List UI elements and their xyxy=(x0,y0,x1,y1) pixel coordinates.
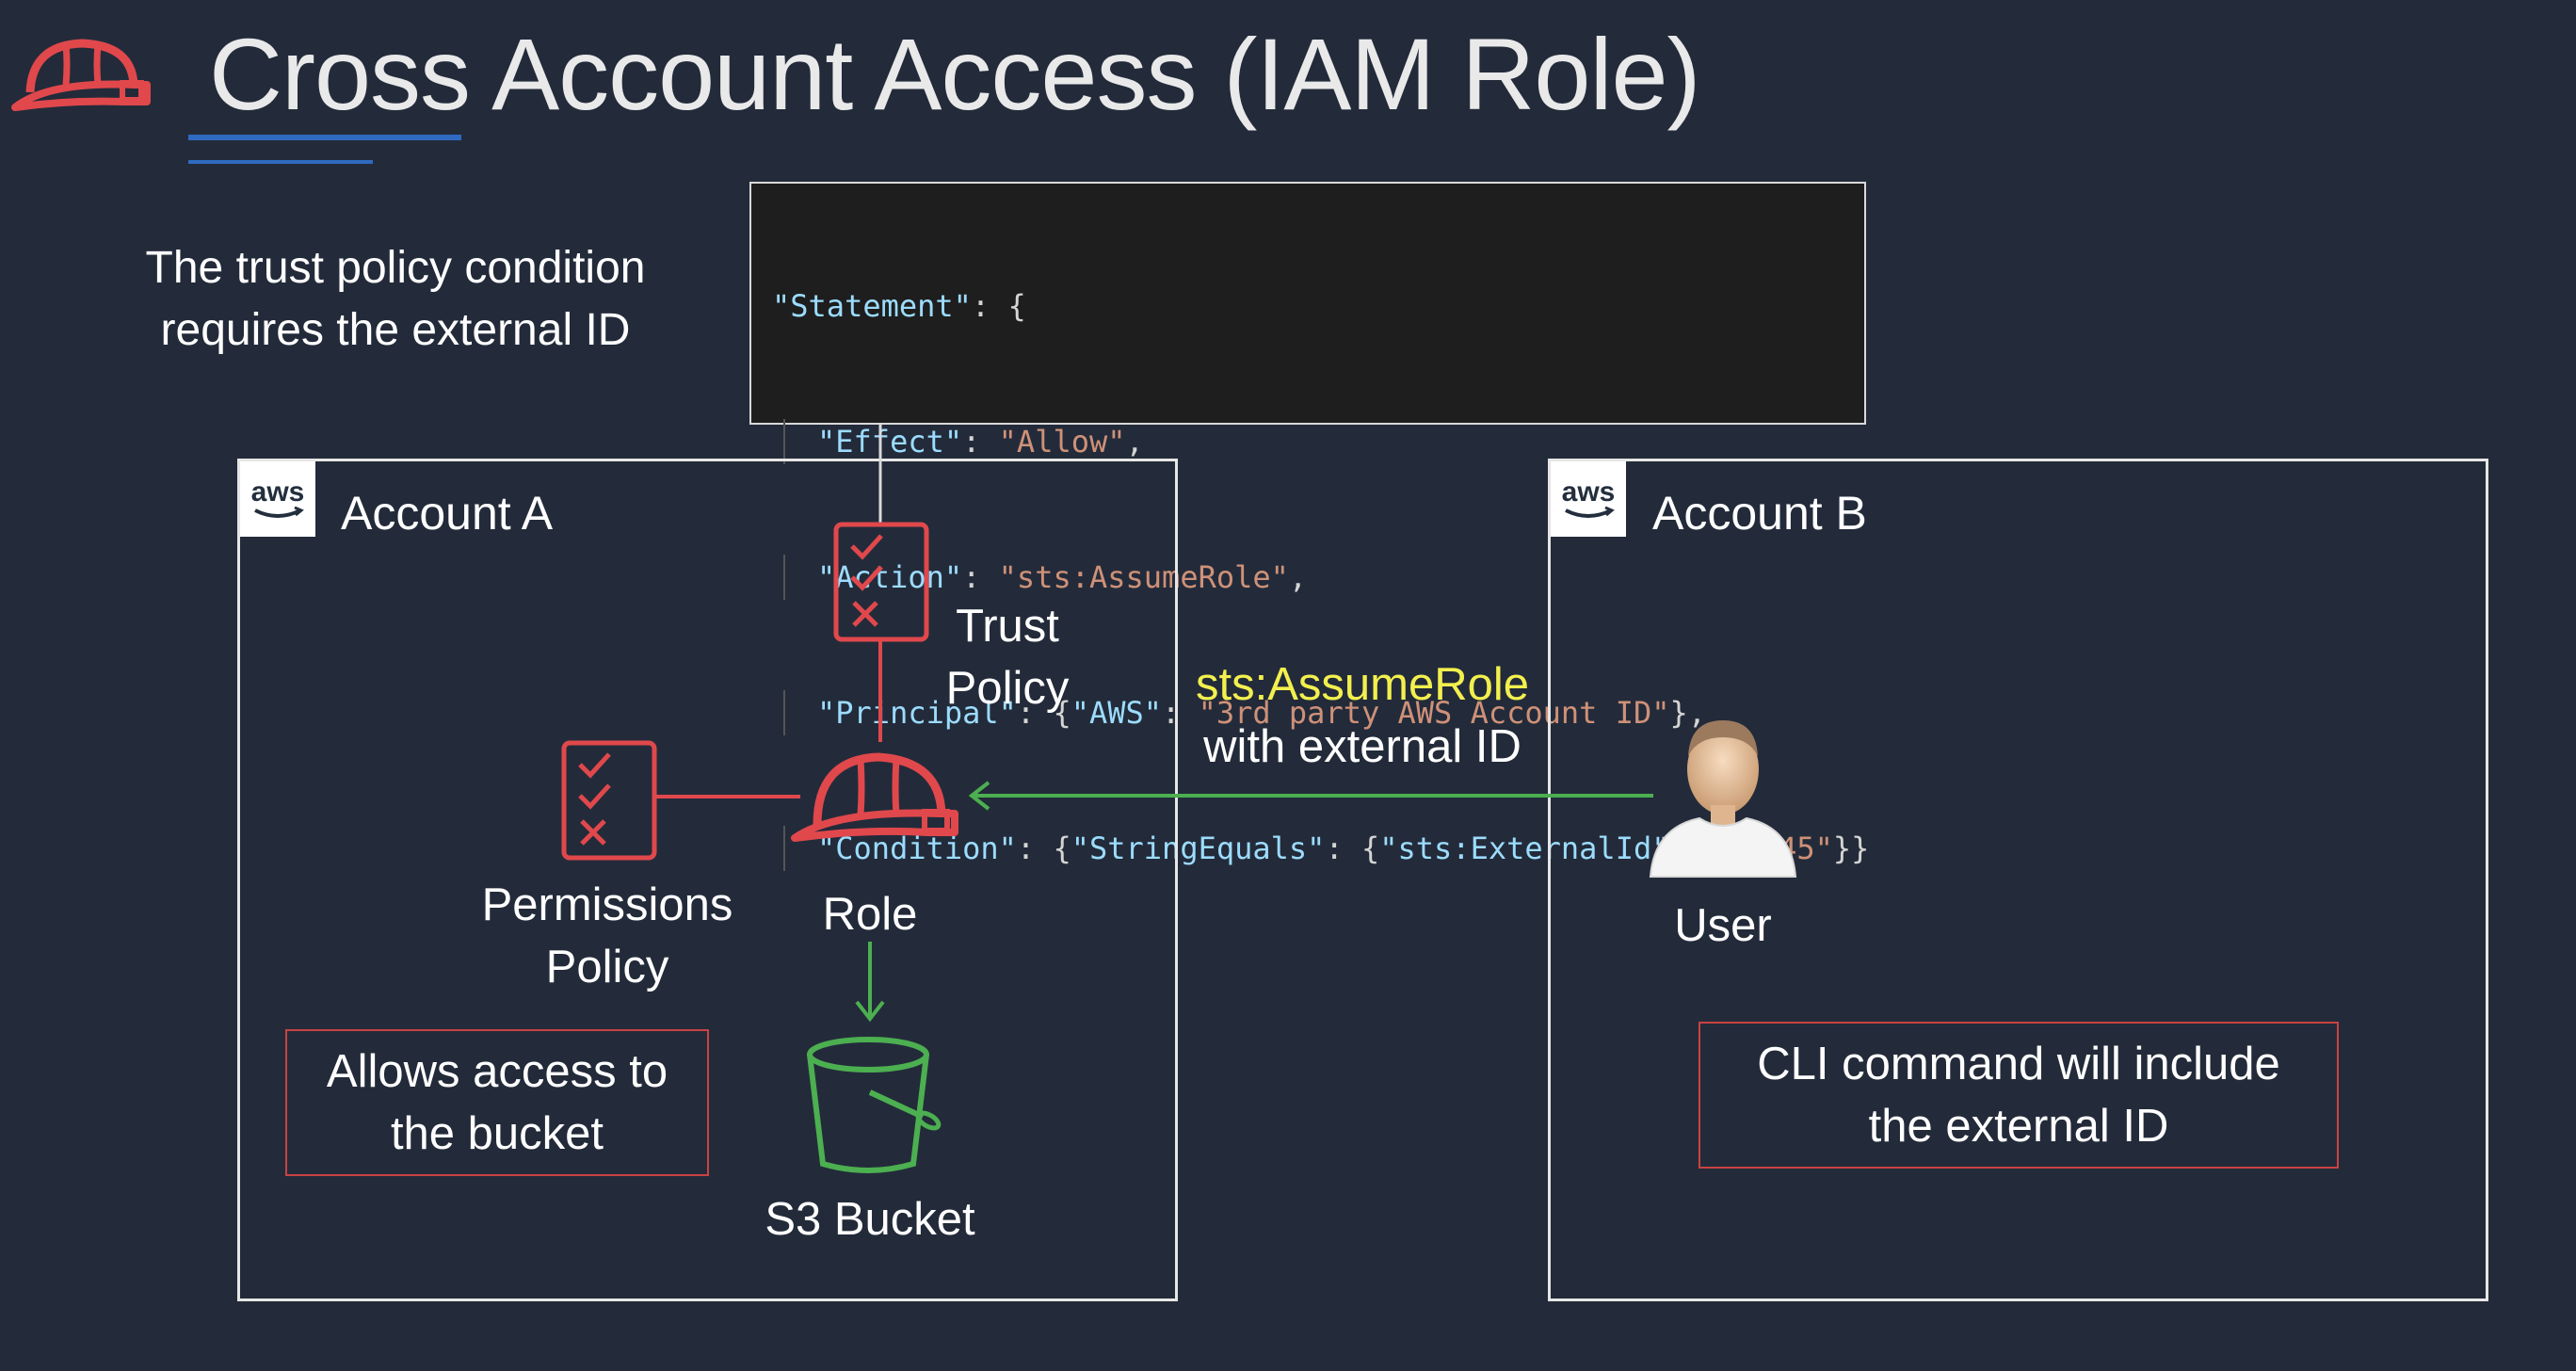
cli-command-note: CLI command will include the external ID xyxy=(1699,1022,2339,1169)
code-punct: , xyxy=(1125,424,1144,460)
code-line: "Statement": { xyxy=(772,283,1864,329)
role-helmet-icon xyxy=(791,752,958,842)
s3-bucket-icon xyxy=(807,1037,942,1173)
account-b-box xyxy=(1548,459,2488,1301)
bucket-access-note: Allows access to the bucket xyxy=(285,1029,709,1176)
code-key: "Action" xyxy=(817,559,963,595)
trust-policy-document-icon xyxy=(833,522,929,642)
aws-badge-text: aws xyxy=(1562,476,1616,508)
code-punct: : { xyxy=(971,288,1026,324)
permissions-policy-document-icon xyxy=(561,740,657,861)
assume-role-label: sts:AssumeRole with external ID xyxy=(1167,653,1557,778)
code-punct: , xyxy=(1288,559,1308,595)
code-line: "Condition": {"StringEquals": {"sts:Exte… xyxy=(772,826,1869,871)
title-underline-short xyxy=(188,160,373,164)
account-a-box xyxy=(237,459,1178,1301)
code-key: "Effect" xyxy=(817,424,963,460)
trust-policy-note-line1: The trust policy condition xyxy=(145,243,646,293)
code-value: "sts:AssumeRole" xyxy=(998,559,1289,595)
bucket-access-note-line2: the bucket xyxy=(390,1108,604,1159)
code-key: "Condition" xyxy=(817,831,1017,866)
aws-logo-icon: aws xyxy=(240,461,315,537)
code-key: "AWS" xyxy=(1071,695,1163,731)
s3-bucket-label: S3 Bucket xyxy=(765,1194,975,1245)
account-b-title: Account B xyxy=(1652,487,1867,540)
assume-role-action: sts:AssumeRole xyxy=(1195,659,1529,710)
code-punct: }, xyxy=(1669,695,1707,731)
code-key: "Principal" xyxy=(817,695,1017,731)
account-a-title: Account A xyxy=(341,487,554,540)
trust-policy-note-line2: requires the external ID xyxy=(160,305,631,355)
title-underline xyxy=(188,135,461,140)
aws-badge-text: aws xyxy=(251,476,305,508)
code-line: "Effect": "Allow", xyxy=(772,419,1864,464)
user-avatar-icon xyxy=(1649,720,1797,878)
code-punct: : { xyxy=(1016,831,1071,866)
cli-command-note-line1: CLI command will include xyxy=(1757,1039,2280,1089)
code-punct: : { xyxy=(1016,695,1071,731)
trust-policy-label-line2: Policy xyxy=(945,663,1070,714)
code-punct: }} xyxy=(1832,831,1870,866)
cli-command-note-line2: the external ID xyxy=(1868,1101,2169,1152)
bucket-access-note-line1: Allows access to xyxy=(326,1046,668,1097)
permissions-policy-label: Permissions Policy xyxy=(461,874,753,998)
user-label: User xyxy=(1674,900,1772,951)
code-key: "sts:ExternalId" xyxy=(1379,831,1670,866)
code-line: "Principal": {"AWS": "3rd party AWS Acco… xyxy=(772,690,1864,735)
iam-role-helmet-icon xyxy=(11,39,151,111)
code-value: "Allow" xyxy=(998,424,1126,460)
code-key: "Statement" xyxy=(772,288,972,324)
trust-policy-code-block: "Statement": { "Effect": "Allow", "Actio… xyxy=(749,182,1869,871)
trust-policy-label: Trust Policy xyxy=(932,595,1083,719)
code-line: "Action": "sts:AssumeRole", xyxy=(772,555,1864,600)
role-label: Role xyxy=(822,889,918,940)
permissions-policy-label-line2: Policy xyxy=(545,942,669,992)
trust-policy-note: The trust policy condition requires the … xyxy=(113,237,678,362)
permissions-policy-label-line1: Permissions xyxy=(481,879,733,930)
assume-role-detail: with external ID xyxy=(1203,721,1521,772)
code-punct: : { xyxy=(1325,831,1380,866)
code-key: "StringEquals" xyxy=(1071,831,1326,866)
aws-logo-icon: aws xyxy=(1551,461,1626,537)
page-title: Cross Account Access (IAM Role) xyxy=(209,17,1701,131)
trust-policy-label-line1: Trust xyxy=(956,601,1059,652)
code-value: "3rd party AWS Account ID" xyxy=(1198,695,1670,731)
code-punct: : xyxy=(962,559,999,595)
code-punct: : xyxy=(962,424,999,460)
